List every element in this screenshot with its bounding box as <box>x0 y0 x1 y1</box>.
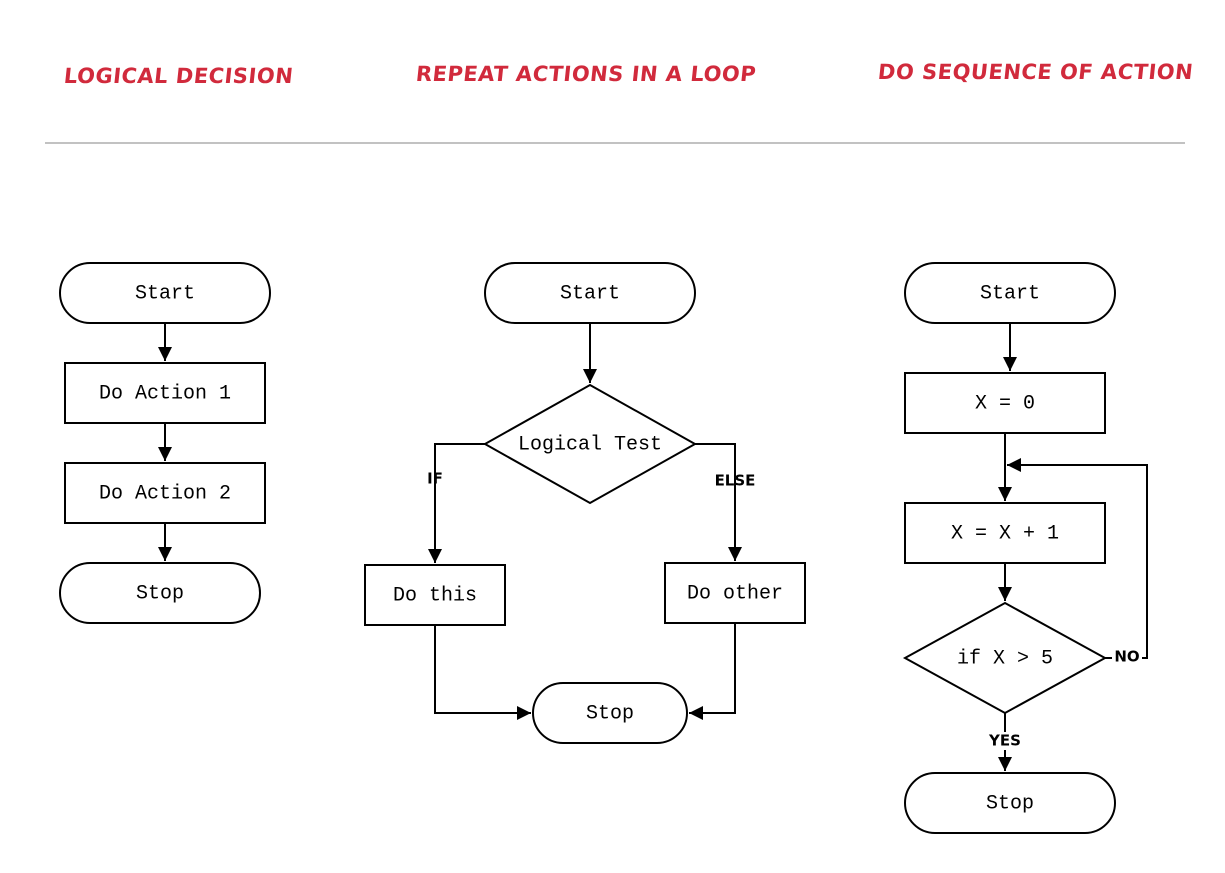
dec-if-label: IF <box>427 470 443 488</box>
loop-increment-label: X = X + 1 <box>951 522 1059 545</box>
sequence-flowchart: Start Do Action 1 Do Action 2 Stop <box>59 262 271 624</box>
loop-stop-node <box>904 772 1116 834</box>
loop-start-label: Start <box>980 282 1040 305</box>
loop-flowchart: Start X = 0 X = X + 1 if X > 5 NO YES St… <box>902 262 1148 834</box>
loop-stop-label: Stop <box>986 792 1034 815</box>
seq-start-label: Start <box>135 282 195 305</box>
dec-edge-other-stop <box>689 623 736 720</box>
loop-condition-label: if X > 5 <box>957 647 1053 670</box>
seq-action2-label: Do Action 2 <box>99 482 231 505</box>
seq-stop-node <box>59 562 261 624</box>
loop-no-label-bg <box>1112 648 1142 666</box>
header-divider <box>45 142 1185 144</box>
loop-no-label: NO <box>1114 648 1139 666</box>
dec-do-this-label: Do this <box>393 584 477 607</box>
seq-stop-label: Stop <box>136 582 184 605</box>
dec-do-other-label: Do other <box>687 582 783 605</box>
loop-yes-label: YES <box>988 732 1021 750</box>
dec-do-other-node <box>664 562 806 624</box>
dec-edge-this-stop <box>434 625 531 720</box>
decision-flowchart: Start Logical Test IF ELSE Do this Do ot… <box>364 262 806 744</box>
dec-stop-label: Stop <box>586 702 634 725</box>
dec-else-label: ELSE <box>715 472 756 490</box>
loop-init-label: X = 0 <box>975 392 1035 415</box>
loop-increment-node <box>904 502 1106 564</box>
dec-stop-node <box>532 682 688 744</box>
dec-test-node <box>482 383 698 505</box>
dec-test-label: Logical Test <box>518 433 662 456</box>
seq-action1-label: Do Action 1 <box>99 382 231 405</box>
dec-edge-else <box>695 443 742 561</box>
dec-start-label: Start <box>560 282 620 305</box>
dec-edge-if <box>428 443 485 563</box>
loop-yes-label-bg <box>985 732 1025 750</box>
seq-action1-node <box>64 362 266 424</box>
